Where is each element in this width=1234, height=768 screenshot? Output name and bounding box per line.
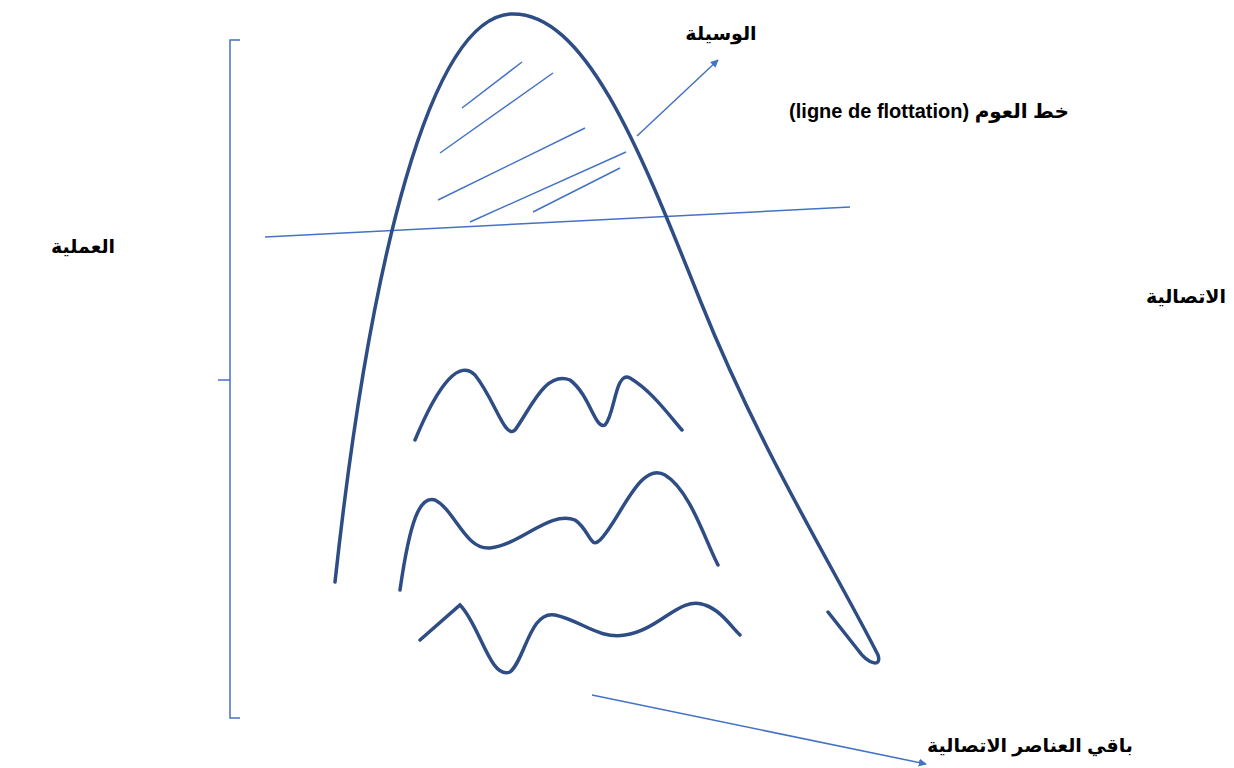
hatch-lines	[438, 62, 626, 222]
waterline	[265, 207, 850, 237]
leader-arrow	[592, 695, 926, 764]
waterline-label: خط العوم (ligne de flottation)	[789, 99, 1069, 123]
bracket	[218, 40, 240, 718]
leader-arrow	[637, 60, 718, 136]
process-label: العملية	[51, 236, 115, 259]
medium-label: الوسيلة	[685, 23, 756, 46]
waves	[400, 370, 740, 673]
other-elements-label: باقي العناصر الاتصالية	[927, 735, 1133, 758]
process-label: الاتصالية	[1146, 286, 1226, 309]
